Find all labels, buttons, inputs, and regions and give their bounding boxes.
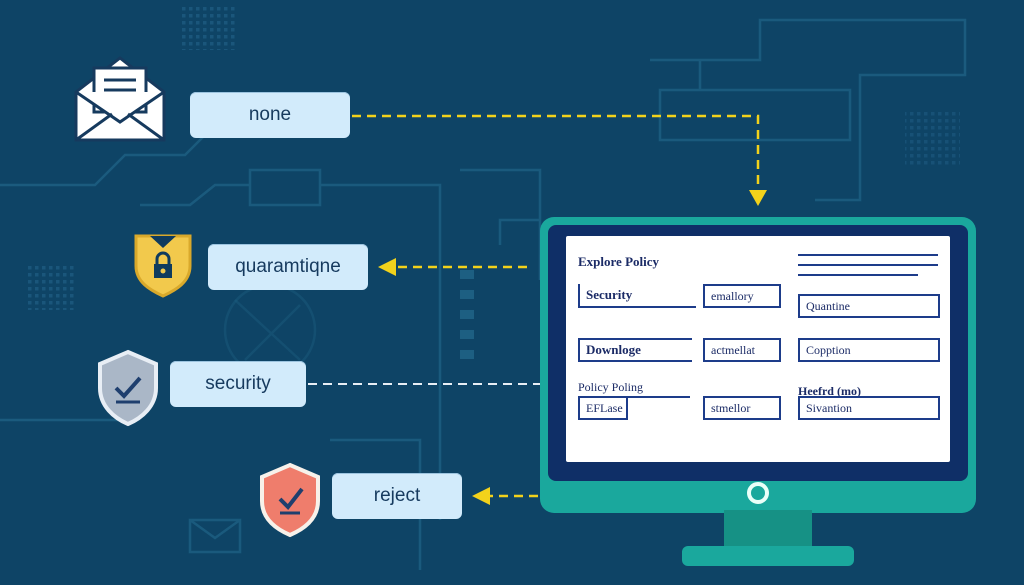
check-shield-icon — [98, 349, 158, 427]
monitor-bezel: Explore Policy Security emallory Quantin… — [548, 225, 968, 481]
policy-security-label: security — [170, 361, 306, 407]
screen-rule — [798, 274, 918, 276]
screen-field-emallory: emallory — [703, 284, 781, 308]
policy-none-label: none — [190, 92, 350, 138]
screen-field-downloge: Downloge — [578, 338, 692, 362]
monitor: Explore Policy Security emallory Quantin… — [540, 217, 976, 513]
screen-field-stmellor: stmellor — [703, 396, 781, 420]
arrowhead-left — [378, 258, 396, 276]
arrowhead-left — [472, 487, 490, 505]
screen-rule — [628, 396, 690, 398]
policy-quarantine-label: quaramtiqne — [208, 244, 368, 290]
screen-field-actmellat: actmellat — [703, 338, 781, 362]
screen-heading-heefrd: Heefrd (mo) — [798, 384, 861, 398]
screen-field-copption: Copption — [798, 338, 940, 362]
envelope-icon — [74, 56, 166, 142]
check-shield-red-icon — [260, 462, 320, 538]
power-led-icon — [747, 482, 769, 504]
policy-screen: Explore Policy Security emallory Quantin… — [566, 236, 950, 462]
screen-field-sivantion: Sivantion — [798, 396, 940, 420]
screen-field-security: Security — [578, 284, 696, 308]
screen-heading-policy: Policy Poling — [578, 380, 644, 394]
monitor-stand-neck — [724, 510, 812, 552]
screen-rule — [798, 254, 938, 256]
lock-shield-icon — [134, 234, 192, 298]
screen-rule — [798, 264, 938, 266]
arrowhead-down — [749, 190, 767, 206]
screen-field-eflase: EFLase — [578, 396, 628, 420]
policy-reject-label: reject — [332, 473, 462, 519]
monitor-stand-base — [682, 546, 854, 566]
arrow-none-to-monitor — [352, 114, 760, 188]
screen-heading-explore: Explore Policy — [578, 254, 660, 269]
screen-field-quantine: Quantine — [798, 294, 940, 318]
